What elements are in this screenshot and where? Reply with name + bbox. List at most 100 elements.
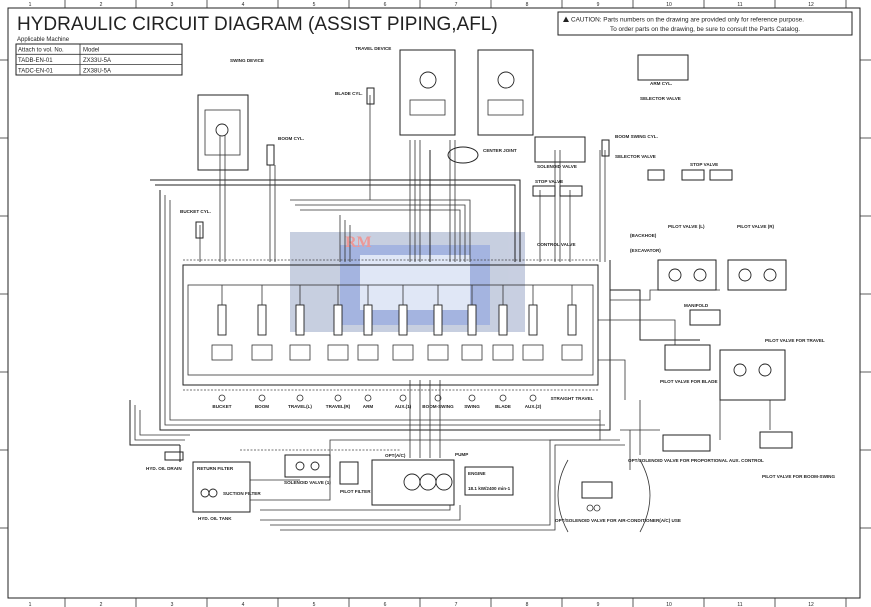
spool-port <box>522 344 544 361</box>
pilot-port-icon <box>218 394 226 402</box>
opt-solenoid-ac-label: OPT/SOLENOID VALVE FOR AIR-CONDITIONER(A… <box>555 518 681 523</box>
manifold-label: MANIFOLD <box>684 303 709 308</box>
row-model: ZX38U-5A <box>83 69 111 75</box>
swing-device-label: SWING DEVICE <box>230 58 264 63</box>
spool-port <box>492 344 514 361</box>
valve-spool <box>333 304 343 336</box>
valve-spool <box>567 304 577 336</box>
valve-spool <box>363 304 373 336</box>
opt-ac-label: OPT(A/C) <box>385 453 406 458</box>
ruler-number: 4 <box>242 602 245 607</box>
spool-port <box>461 344 483 361</box>
pilot-port-icon <box>364 394 372 402</box>
spool-port <box>561 344 583 361</box>
valve-spool <box>217 304 227 336</box>
watermark-text: RM <box>345 234 372 251</box>
hyd-oil-drain: HYD. OIL DRAIN <box>146 451 184 471</box>
hydraulic-lines <box>129 95 771 531</box>
section-label: TRAVEL(L) <box>288 404 312 409</box>
bucket-cyl-label: BUCKET CYL. <box>180 209 211 214</box>
spool-port <box>427 344 449 361</box>
section-label: AUX.(1) <box>395 404 412 409</box>
swing-device: SWING DEVICE <box>197 58 264 171</box>
spool-port <box>357 344 379 361</box>
stop-valves: STOP VALVE STOP VALVE SELECTOR VALVE <box>532 154 733 197</box>
valve-spool <box>257 304 267 336</box>
pilot-filter: PILOT FILTER <box>339 461 371 494</box>
selector-valve-label: SELECTOR VALVE <box>640 96 681 101</box>
ruler-number: 4 <box>242 2 245 8</box>
blade-cylinder: BLADE CYL. <box>335 87 375 105</box>
return-filter-label: RETURN FILTER <box>197 466 234 471</box>
hyd-oil-tank-label: HYD. OIL TANK <box>198 516 232 521</box>
valve-spool <box>433 304 443 336</box>
applicable-machine-label: Applicable Machine <box>17 37 70 43</box>
pilot-valve-blade-label: PILOT VALVE FOR BLADE <box>660 379 718 384</box>
ruler-number: 8 <box>526 602 529 607</box>
spool-port <box>251 344 273 361</box>
suction-filter-label: SUCTION FILTER <box>223 491 261 496</box>
ruler-number: 5 <box>313 602 316 607</box>
ruler-number: 6 <box>384 602 387 607</box>
center-joint-label: CENTER JOINT <box>483 148 517 153</box>
boom-cylinder: BOOM CYL. <box>266 136 304 166</box>
pilot-port-icon <box>399 394 407 402</box>
pilot-port-icon <box>468 394 476 402</box>
pilot-valve-boom-swing-label: PILOT VALVE FOR BOOM-SWING <box>762 474 835 479</box>
stop-valve-label: STOP VALVE <box>535 179 563 184</box>
row-model: ZX33U-5A <box>83 58 111 64</box>
spool-port <box>211 344 233 361</box>
opt-solenoid-ac: OPT/SOLENOID VALVE FOR AIR-CONDITIONER(A… <box>555 459 681 533</box>
warning-triangle-icon <box>563 16 569 22</box>
travel-device-label: TRAVEL DEVICE <box>355 46 391 51</box>
ruler-number: 8 <box>526 2 529 8</box>
section-label: BUCKET <box>212 404 231 409</box>
ruler-number: 1 <box>29 2 32 8</box>
excavator-label: (EXCAVATOR) <box>630 248 661 253</box>
pilot-filter-label: PILOT FILTER <box>340 489 371 494</box>
pump: PUMP OPT(A/C) <box>371 452 468 506</box>
solenoid-valve-1: SOLENOID VALVE (1) <box>284 454 331 485</box>
valve-spool <box>498 304 508 336</box>
section-label: TRAVEL(R) <box>326 404 351 409</box>
solenoid-valve-label: SOLENOID VALVE <box>537 164 577 169</box>
caution-line-2: To order parts on the drawing, be sure t… <box>610 26 800 33</box>
header-model: Model <box>83 48 99 54</box>
pilot-port-icon <box>529 394 537 402</box>
center-joint: CENTER JOINT <box>447 146 517 164</box>
solenoid-valve-right: SOLENOID VALVE <box>534 136 586 169</box>
pilot-port-icon <box>296 394 304 402</box>
ruler-number: 2 <box>100 2 103 8</box>
section-label: BLADE <box>495 404 511 409</box>
valve-spool <box>528 304 538 336</box>
section-label: BOOM-SWING <box>422 404 454 409</box>
caution-box: CAUTION: Parts numbers on the drawing ar… <box>557 11 853 36</box>
hydraulic-oil-tank: RETURN FILTER SUCTION FILTER HYD. OIL TA… <box>192 461 261 521</box>
ruler-number: 10 <box>666 602 672 607</box>
section-label: STRAIGHT TRAVEL <box>551 396 594 401</box>
ruler-number: 7 <box>455 2 458 8</box>
pilot-valve-l-label: PILOT VALVE (L) <box>668 224 705 229</box>
control-valve-label: CONTROL VALVE <box>537 242 576 247</box>
ruler-number: 12 <box>808 2 814 8</box>
applicable-machine-table: Applicable Machine Attach to vol. No. Mo… <box>15 37 183 76</box>
pilot-port-icon <box>434 394 442 402</box>
rm-watermark-logo: RM <box>290 232 525 332</box>
ruler-number: 11 <box>737 2 742 8</box>
engine-spec-label: 18.1 kW/2400 min-1 <box>468 486 511 491</box>
boom-cyl-label: BOOM CYL. <box>278 136 304 141</box>
ruler-number: 9 <box>597 2 600 8</box>
section-label: ARM <box>363 404 374 409</box>
ruler-number: 7 <box>455 602 458 607</box>
drawing-frame <box>7 7 861 599</box>
stop-valve-label: STOP VALVE <box>690 162 718 167</box>
row-vol-no: TADB-EN-01 <box>18 58 53 64</box>
selector-valve-label: SELECTOR VALVE <box>615 154 656 159</box>
arm-cylinder: ARM CYL. SELECTOR VALVE <box>637 54 689 101</box>
pilot-port-icon <box>258 394 266 402</box>
ruler-number: 10 <box>666 2 672 8</box>
hyd-oil-drain-label: HYD. OIL DRAIN <box>146 466 182 471</box>
bucket-cylinder: BUCKET CYL. <box>180 209 211 239</box>
